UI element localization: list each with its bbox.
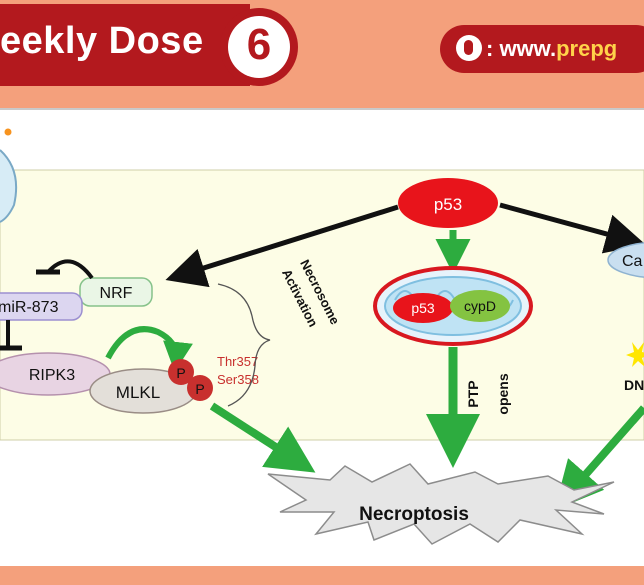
opens-label: opens [495, 373, 511, 414]
ca-label: Ca [622, 253, 643, 270]
mito-p53-node [393, 293, 453, 323]
diagram-canvas: p53 p53 cypD PTP opens Ca DN NRF [0, 128, 644, 545]
phosphate-2 [187, 375, 213, 401]
page-title: eekly Dose [0, 20, 204, 62]
mito-p53-label: p53 [411, 300, 435, 316]
nrf-label: NRF [100, 285, 133, 302]
top-banner: eekly Dose 6 : www.prepg [0, 0, 644, 110]
necroptosis-label: Necroptosis [359, 504, 469, 525]
mlkl-label: MLKL [116, 383, 160, 402]
right-to-necroptosis-arrow [554, 405, 644, 511]
nrf-node [79, 277, 153, 307]
ser358-label: Ser358 [217, 372, 259, 387]
nrf-inhibition-arc [46, 259, 94, 280]
bottom-strip [0, 566, 644, 585]
url-prefix: : www. [486, 36, 557, 61]
ptp-label: PTP [465, 380, 481, 407]
phosphate-1 [168, 359, 194, 385]
phosphate-1-label: P [176, 365, 185, 381]
dn-label: DN [624, 377, 644, 393]
issue-number-badge: 6 [220, 8, 298, 86]
issue-number: 6 [246, 20, 272, 69]
mir-873-node [0, 292, 83, 321]
ripk3-label: RIPK3 [29, 367, 75, 384]
url-highlight: prepg [556, 36, 618, 61]
necroptosis-diagram: p53 p53 cypD PTP opens Ca DN NRF [0, 108, 644, 568]
dna-damage-icon [626, 342, 644, 367]
phosphate-2-label: P [195, 381, 204, 397]
ripk3-to-mlkl-arrow [105, 326, 193, 372]
cypd-node [450, 290, 510, 322]
cypd-label: cypD [464, 298, 496, 314]
website-link[interactable]: : www.prepg [440, 25, 644, 73]
orange-dot [4, 128, 12, 136]
mir-873-label: miR-873 [0, 299, 59, 316]
p53-node [398, 178, 498, 228]
p53-label: p53 [434, 195, 462, 214]
p53-to-nrf-arrow [165, 204, 399, 288]
mlkl-to-necroptosis-arrow [209, 402, 316, 473]
thr357-label: Thr357 [217, 354, 258, 369]
necroptosis-burst [267, 463, 615, 545]
necrosome-brace [217, 283, 271, 407]
ca-node [607, 242, 644, 278]
cell-edge-shape [0, 149, 18, 223]
p53-to-ca-arrow [499, 202, 644, 254]
mouse-icon [456, 35, 482, 61]
title-banner: eekly Dose [0, 4, 250, 86]
